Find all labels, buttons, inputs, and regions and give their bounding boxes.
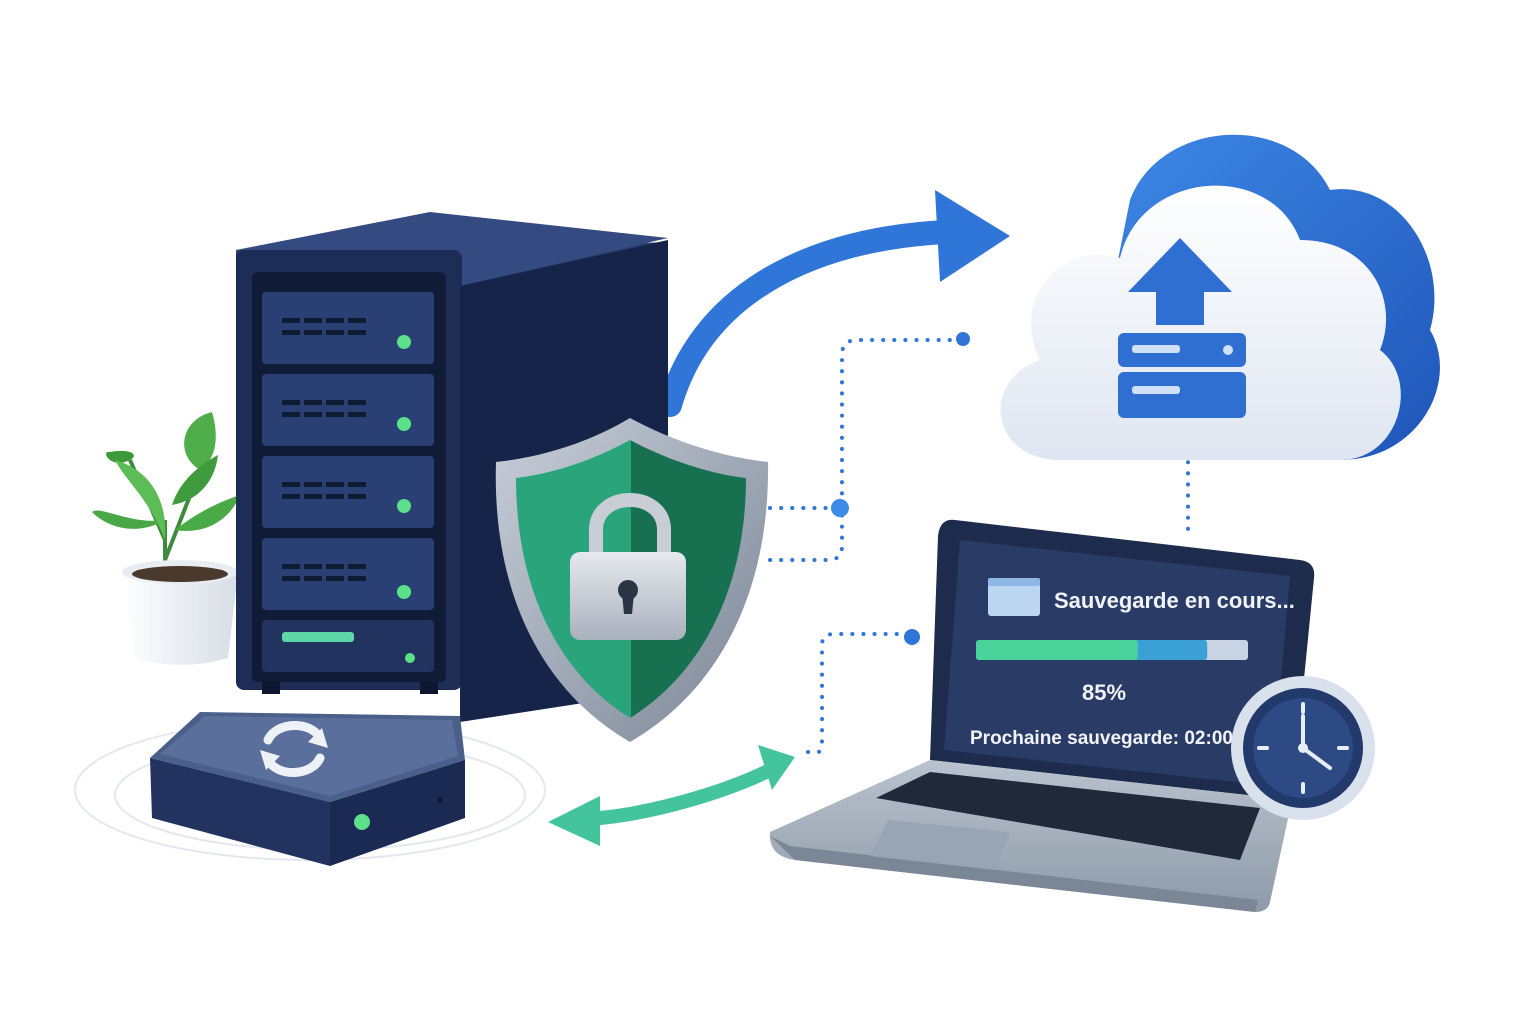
cloud-upload-icon <box>1000 134 1440 460</box>
sync-hub-led <box>354 814 370 830</box>
upload-arrow <box>658 190 1010 417</box>
shield-lock-icon <box>495 418 769 742</box>
sync-arrow <box>548 745 795 846</box>
laptop-icon <box>769 519 1315 912</box>
backup-status-screen: Sauvegarde en cours... 85% Prochaine sau… <box>970 578 1295 749</box>
backup-progress-bar <box>976 640 1248 660</box>
connector-hub-node <box>831 499 849 517</box>
connector-shield-cloud <box>768 338 962 562</box>
server-status-leds <box>397 335 415 663</box>
folder-icon <box>988 578 1040 616</box>
connector-laptop <box>806 632 912 754</box>
connector-node <box>956 332 970 346</box>
server-drive-bays <box>262 292 434 672</box>
sync-hub-device <box>150 712 465 866</box>
dotted-connectors <box>768 338 1190 754</box>
backup-progress-text: 85% <box>1082 680 1126 705</box>
plant-icon <box>92 412 240 665</box>
backup-status-label: Sauvegarde en cours... <box>1054 588 1295 613</box>
clock-icon <box>1231 676 1375 820</box>
next-backup-label: Prochaine sauvegarde: 02:00 <box>970 728 1233 749</box>
connector-node <box>904 629 920 645</box>
